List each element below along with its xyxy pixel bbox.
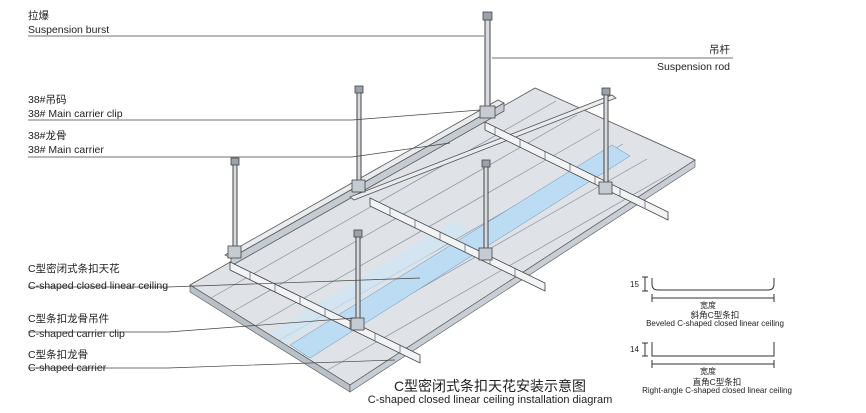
beveled-height: 15	[630, 280, 639, 289]
carrier-clip-label-cn: C型条扣龙骨吊件	[28, 313, 110, 325]
main-carriers	[224, 94, 617, 267]
beveled-title-cn: 斜角C型条扣	[690, 310, 740, 320]
caption-en: C-shaped closed linear ceiling installat…	[367, 394, 613, 406]
suspension-burst-label-cn: 拉爆	[28, 10, 49, 22]
right-angle-title-en: Right-angle C-shaped closed linear ceili…	[642, 386, 792, 395]
suspension-rod-label-en: Suspension rod	[657, 61, 730, 73]
profile-right-angle	[642, 342, 775, 368]
beveled-width-label: 宽度	[700, 301, 716, 310]
main-carrier-clip-label-en: 38# Main carrier clip	[28, 108, 123, 120]
main-carrier-label-cn: 38#龙骨	[28, 130, 67, 142]
c-carriers	[229, 121, 669, 364]
right-angle-width-label: 宽度	[700, 367, 716, 376]
leader-lines	[28, 35, 733, 369]
profile-beveled	[642, 276, 775, 302]
right-angle-title-cn: 直角C型条扣	[692, 377, 742, 387]
suspension-burst-label-en: Suspension burst	[28, 24, 110, 36]
carrier-clip-label-en: C-shaped carrier clip	[28, 328, 125, 340]
carrier-label-cn: C型条扣龙骨	[28, 349, 89, 361]
main-carrier-clip-label-cn: 38#吊码	[28, 94, 67, 106]
highlight-strip-front	[289, 144, 631, 359]
beveled-title-en: Beveled C-shaped closed linear ceiling	[646, 319, 784, 328]
anchors	[227, 11, 613, 331]
carrier-label-en: C-shaped carrier	[28, 362, 107, 374]
suspension-rod-label-cn: 吊杆	[709, 44, 730, 56]
right-angle-height: 14	[630, 345, 639, 354]
suspension-rods	[232, 13, 609, 323]
ceiling-label-cn: C型密闭式条扣天花	[28, 263, 120, 275]
main-carrier-label-en: 38# Main carrier	[28, 144, 104, 156]
ceiling-label-en: C-shaped closed linear ceiling	[28, 280, 169, 292]
caption-cn: C型密闭式条扣天花安装示意图	[393, 378, 587, 394]
